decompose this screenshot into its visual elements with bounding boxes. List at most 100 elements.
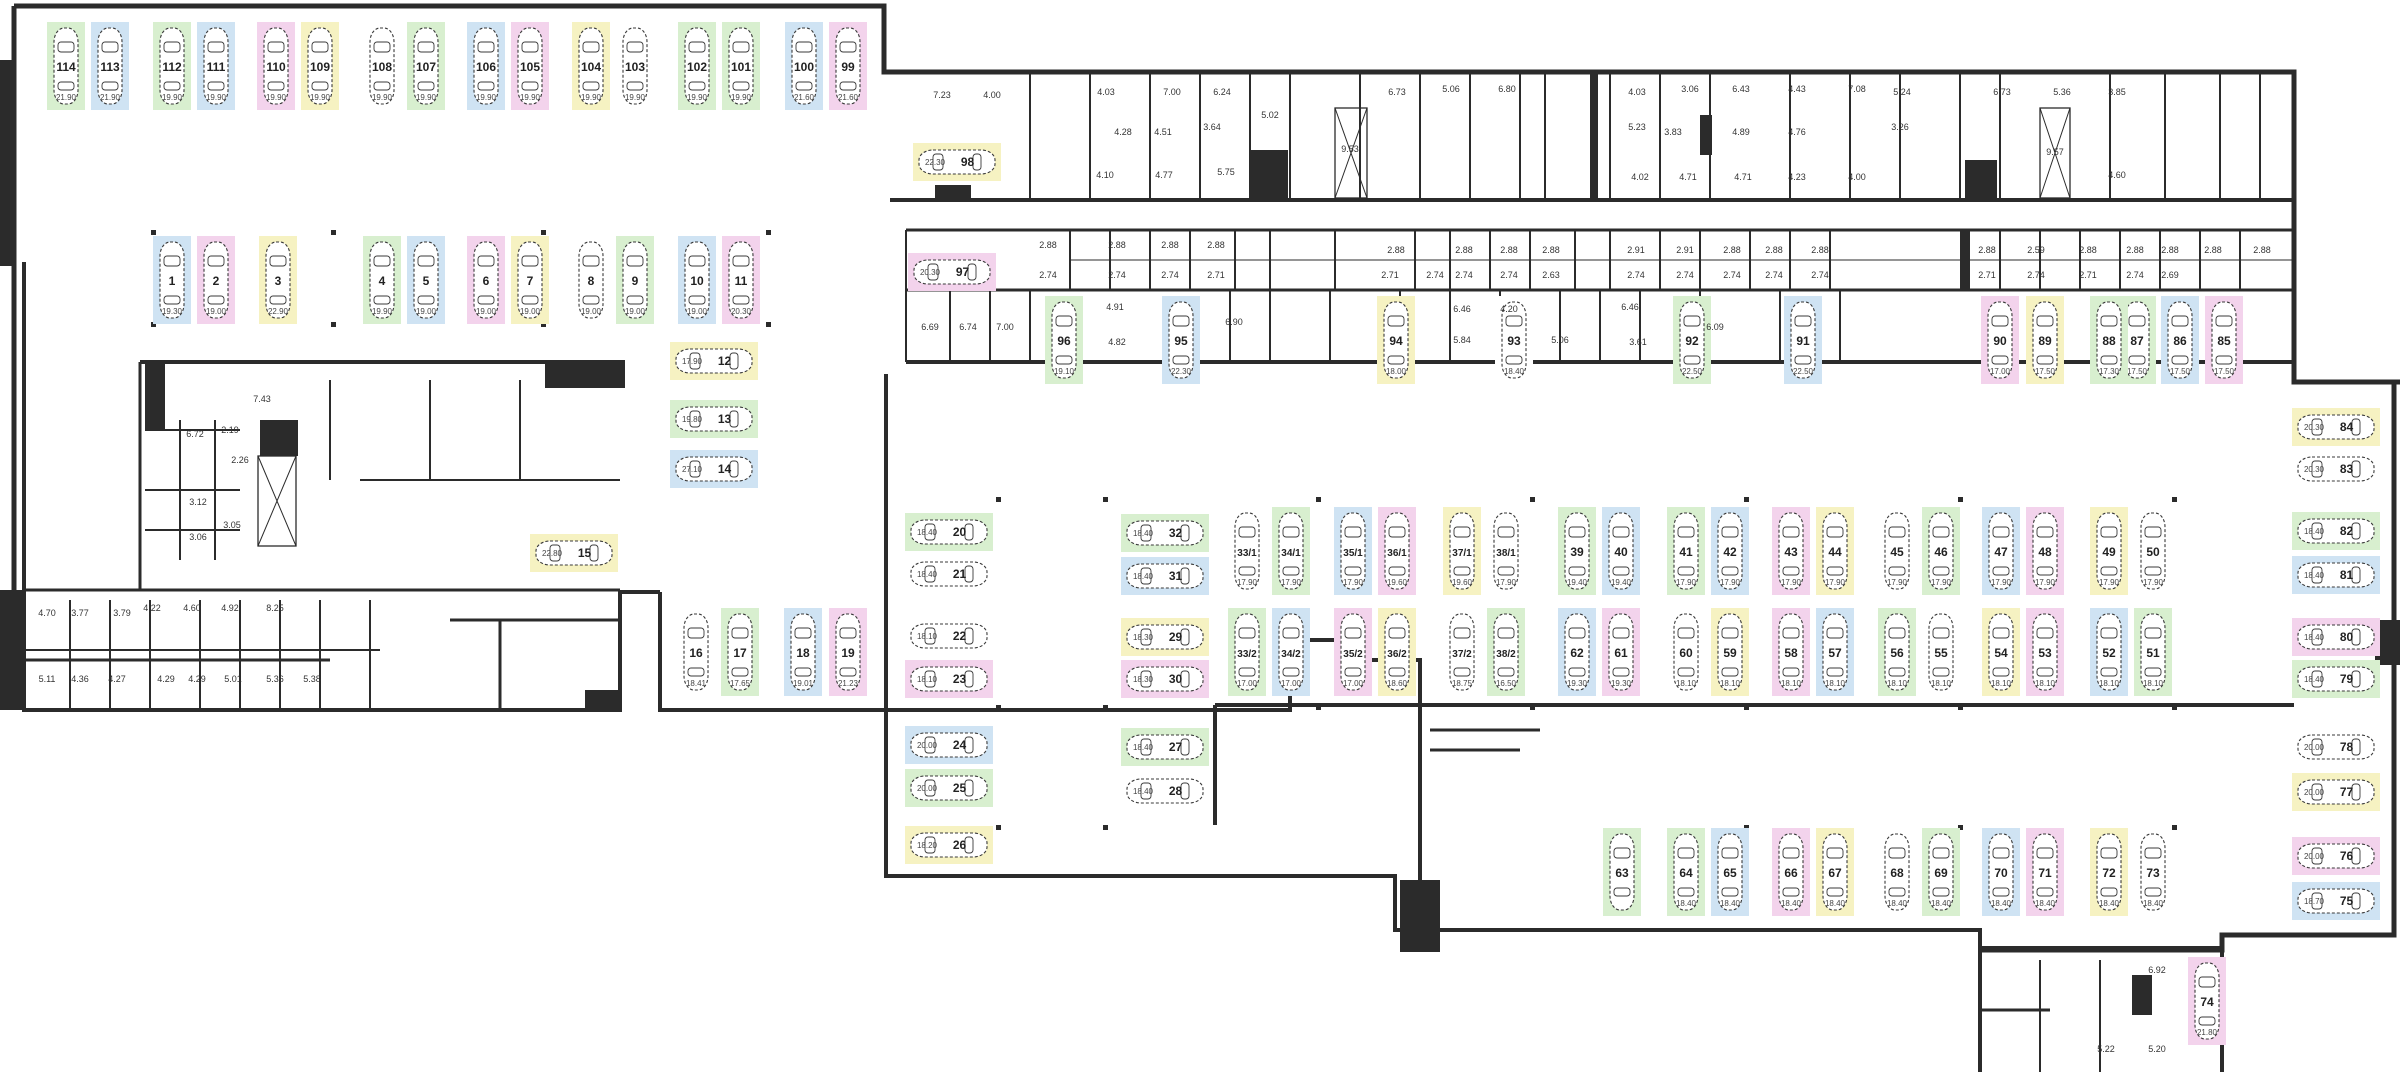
parking-spot-9[interactable]: 919.00 [616, 236, 654, 324]
parking-spot-36-1[interactable]: 36/119.60 [1378, 507, 1416, 595]
parking-spot-38-2[interactable]: 38/216.50 [1487, 608, 1525, 696]
parking-spot-8[interactable]: 819.00 [572, 236, 610, 324]
parking-spot-37-2[interactable]: 37/218.75 [1443, 608, 1481, 696]
parking-spot-6[interactable]: 619.00 [467, 236, 505, 324]
parking-spot-5[interactable]: 519.00 [407, 236, 445, 324]
parking-spot-33-1[interactable]: 33/117.90 [1228, 507, 1266, 595]
parking-spot-3[interactable]: 322.90 [259, 236, 297, 324]
parking-spot-37-1[interactable]: 37/119.60 [1443, 507, 1481, 595]
parking-spot-35-1[interactable]: 35/117.90 [1334, 507, 1372, 595]
parking-spot-38-1[interactable]: 38/117.90 [1487, 507, 1525, 595]
parking-spot-1[interactable]: 119.30 [153, 236, 191, 324]
parking-spot-33-2[interactable]: 33/217.00 [1228, 608, 1266, 696]
parking-spot-36-2[interactable]: 36/218.60 [1378, 608, 1416, 696]
parking-spot-4[interactable]: 419.90 [363, 236, 401, 324]
parking-spot-34-2[interactable]: 34/217.00 [1272, 608, 1310, 696]
parking-spot-34-1[interactable]: 34/117.90 [1272, 507, 1310, 595]
parking-spot-63[interactable]: 63 [1603, 828, 1641, 916]
